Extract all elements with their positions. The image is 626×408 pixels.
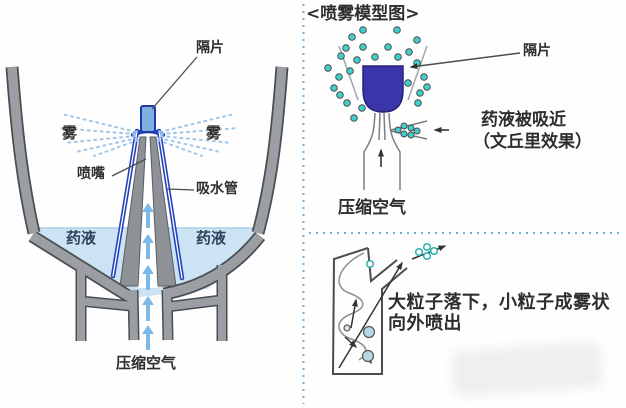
air-flow-arrows [142, 203, 154, 350]
small-particles [365, 242, 439, 269]
particle-caption-line1: 大粒子落下，小粒子成雾状 [388, 292, 610, 313]
model-baffle-arrow [409, 52, 521, 70]
baffle-cap [140, 105, 156, 133]
cup-body-fill [7, 66, 287, 341]
label-venturi-line2: （文丘里效果） [473, 132, 592, 152]
aerosol-particles [324, 26, 431, 122]
particle-caption: 大粒子落下，小粒子成雾状 向外喷出 [388, 292, 610, 334]
label-baffle-model: 隔片 [523, 43, 551, 59]
particle-path-curve [338, 252, 367, 361]
left-leader-lines [111, 56, 198, 191]
label-compressed-air-left: 压缩空气 [116, 354, 177, 372]
nebulizer-cup-diagram [5, 56, 289, 350]
nozzle-cone-left-wall [119, 136, 147, 287]
label-venturi-line1: 药液被吸近 [481, 110, 566, 130]
venturi-droplets [394, 122, 421, 139]
label-compressed-air-model: 压缩空气 [338, 198, 406, 218]
spray-model-diagram [324, 26, 521, 190]
label-mist-left: 雾 [62, 124, 78, 142]
label-medicine-left: 药液 [66, 229, 97, 247]
spray-model-title: <喷雾模型图> [306, 4, 420, 24]
mist-spray-rays [57, 113, 239, 157]
label-nozzle: 喷嘴 [77, 166, 105, 182]
label-medicine-right: 药液 [196, 229, 227, 247]
label-suction-tube: 吸水管 [196, 181, 238, 197]
label-baffle-left: 隔片 [196, 40, 224, 56]
large-particles [343, 324, 376, 363]
model-nozzle-lines [363, 112, 401, 190]
label-mist-right: 雾 [206, 124, 222, 142]
particle-separation-diagram [331, 242, 447, 375]
separator-chute-wall [367, 247, 398, 283]
baffle-dome [362, 65, 404, 113]
particle-motion-arrows [338, 245, 447, 369]
separator-container [331, 247, 408, 375]
particle-caption-line2: 向外喷出 [388, 313, 462, 334]
